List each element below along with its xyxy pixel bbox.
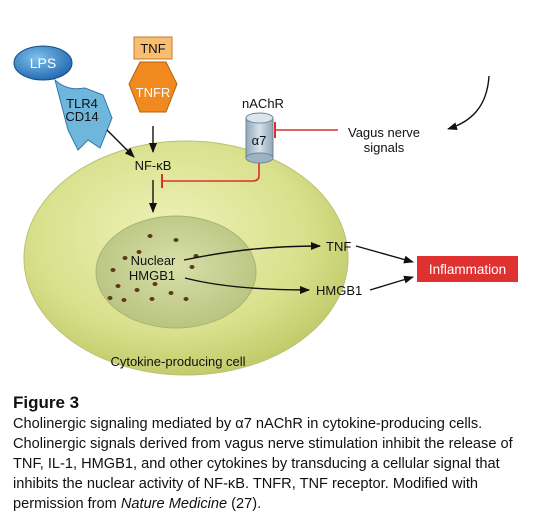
tnf-output-label: TNF (326, 239, 351, 254)
nuclear-hmgb1-label: HMGB1 (129, 268, 175, 283)
vagus-label-line1: Vagus nerve (348, 125, 420, 140)
caption-body: Cholinergic signaling mediated by α7 nAC… (13, 414, 528, 514)
hmgb1-to-inflammation-arrow (369, 275, 414, 291)
vagus-label-line2: signals (364, 140, 405, 155)
figure-caption: Figure 3 Cholinergic signaling mediated … (13, 393, 528, 514)
vagus-input-curve (447, 75, 490, 131)
tnf-to-inflammation-arrow (355, 245, 414, 264)
hmgb1-output-label: HMGB1 (316, 283, 362, 298)
lps-molecule (13, 45, 73, 81)
cholinergic-signaling-diagram: LPS TLR4 CD14 TNF TNFR nAChR α7 Vagus ne… (13, 36, 518, 376)
tlr4-label: TLR4 (66, 96, 98, 111)
caption-title: Figure 3 (13, 393, 80, 412)
tnfr-label: TNFR (136, 85, 171, 100)
cd14-label: CD14 (65, 109, 98, 124)
tlr4-to-nfkb-arrow (106, 129, 135, 158)
nucleus (95, 215, 257, 329)
inflammation-label: Inflammation (429, 262, 506, 277)
lps-label: LPS (30, 55, 56, 71)
cell-label: Cytokine-producing cell (110, 354, 245, 369)
nucleus-to-hmgb1-arrow (184, 277, 310, 294)
nfkb-label: NF-κB (135, 158, 172, 173)
nucleus-to-tnf-arrow (183, 242, 321, 261)
alpha7-nachr-receptor (245, 112, 274, 164)
tlr4-cd14-receptor (54, 78, 113, 151)
caption-text-end: (27). (227, 496, 262, 512)
tnfr-receptor (128, 61, 178, 113)
caption-journal: Nature Medicine (120, 496, 228, 512)
inflammation-box (417, 256, 518, 282)
nachr-label: nAChR (242, 96, 284, 111)
tnf-ligand-label: TNF (140, 41, 165, 56)
alpha7-label: α7 (252, 133, 267, 148)
receptor-inhibition-line (162, 163, 260, 182)
nuclear-label: Nuclear (131, 253, 176, 268)
tnf-ligand (133, 36, 173, 60)
caption-text-main: Cholinergic signaling mediated by α7 nAC… (13, 416, 513, 512)
